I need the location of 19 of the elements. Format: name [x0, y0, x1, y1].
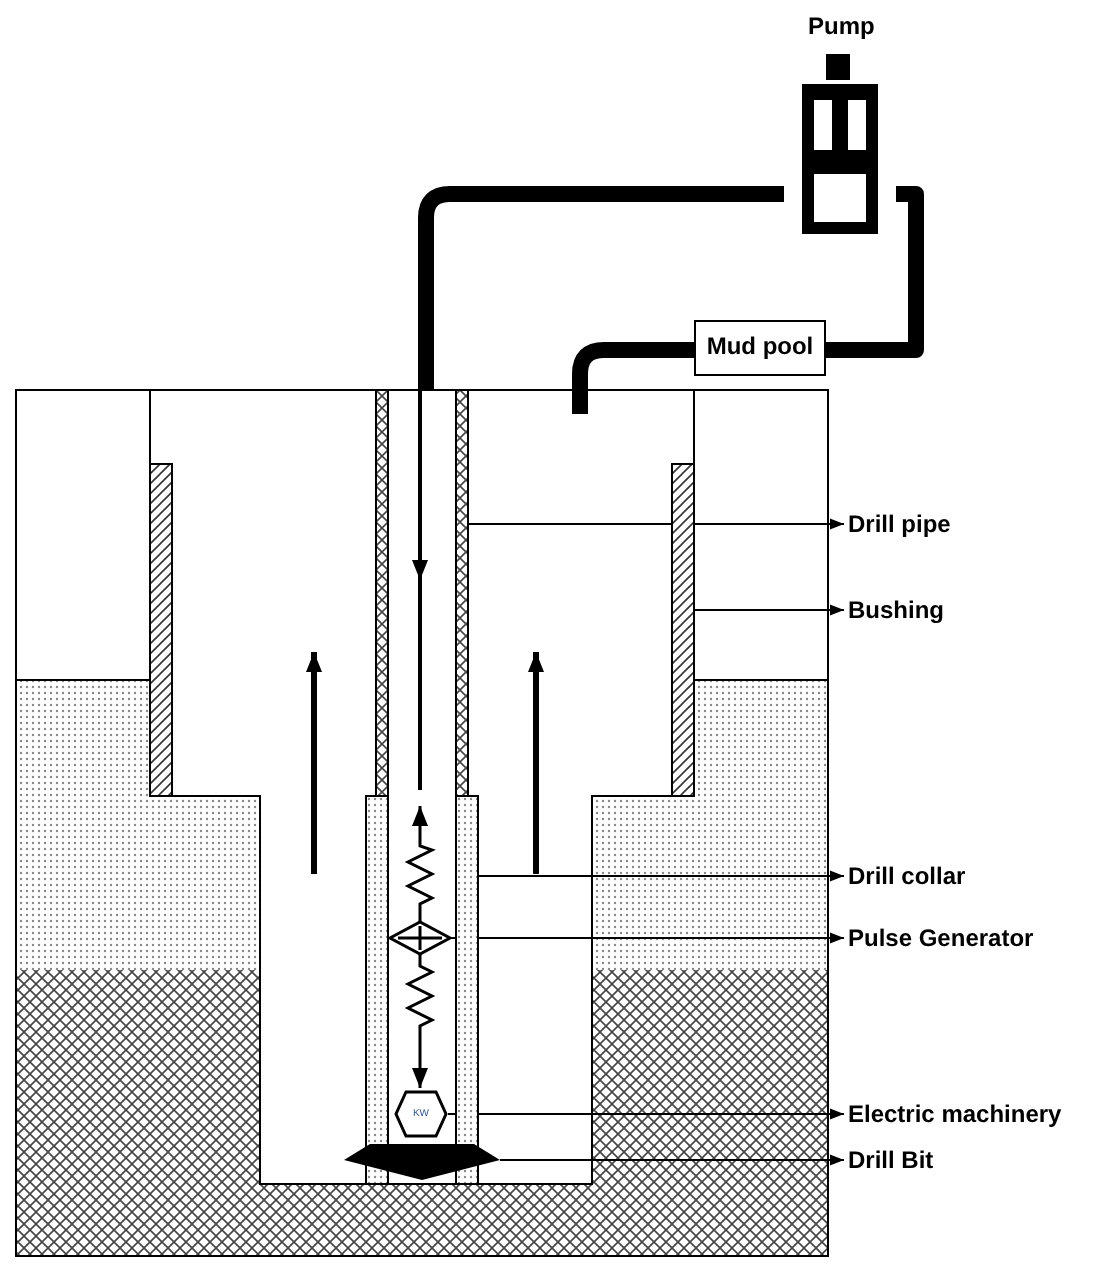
- part-label: Drill Bit: [848, 1146, 934, 1174]
- part-label: Drill collar: [848, 862, 966, 890]
- pipe: [826, 186, 924, 358]
- part-label: Bushing: [848, 596, 944, 624]
- pump-label: Pump: [808, 12, 875, 40]
- spring-arrow: [404, 806, 436, 922]
- pipe: [572, 342, 694, 414]
- leader-line: [693, 604, 845, 616]
- part-label: Drill pipe: [848, 510, 951, 538]
- leader-line: [477, 870, 845, 882]
- leader-line: [467, 518, 845, 530]
- leader-line: [449, 932, 845, 944]
- part-label: Pulse Generator: [848, 924, 1034, 952]
- leader-line: [499, 1154, 845, 1166]
- spring-arrow: [404, 954, 436, 1088]
- pipe: [418, 186, 784, 390]
- mud-pool-box: Mud pool: [694, 320, 826, 376]
- part-label: Electric machinery: [848, 1100, 1062, 1128]
- leader-line: [447, 1108, 845, 1120]
